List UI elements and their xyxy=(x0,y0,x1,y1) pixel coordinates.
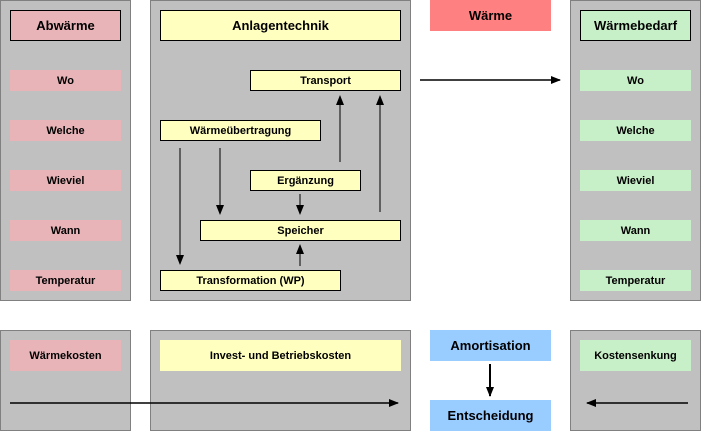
demand-panel xyxy=(570,0,701,301)
transformation-box: Transformation (WP) xyxy=(160,270,341,291)
demand-item-when: Wann xyxy=(580,220,691,241)
demand-item-how-much: Wieviel xyxy=(580,170,691,191)
demand-item-temperature: Temperatur xyxy=(580,270,691,291)
waste-heat-item-how-much: Wieviel xyxy=(10,170,121,191)
storage-box: Speicher xyxy=(200,220,401,241)
waste-heat-item-where: Wo xyxy=(10,70,121,91)
waste-heat-item-which: Welche xyxy=(10,120,121,141)
plant-title: Anlagentechnik xyxy=(160,10,401,41)
demand-title: Wärmebedarf xyxy=(580,10,691,41)
waste-heat-title: Abwärme xyxy=(10,10,121,41)
supplement-box: Ergänzung xyxy=(250,170,361,191)
transport-box: Transport xyxy=(250,70,401,91)
invest-costs-box: Invest- und Betriebskosten xyxy=(160,340,401,371)
heat-costs-box: Wärmekosten xyxy=(10,340,121,371)
heat-label: Wärme xyxy=(430,0,551,31)
demand-item-where: Wo xyxy=(580,70,691,91)
heat-transfer-box: Wärmeübertragung xyxy=(160,120,321,141)
waste-heat-item-temperature: Temperatur xyxy=(10,270,121,291)
amortisation-box: Amortisation xyxy=(430,330,551,361)
cost-reduction-box: Kostensenkung xyxy=(580,340,691,371)
waste-heat-item-when: Wann xyxy=(10,220,121,241)
demand-item-which: Welche xyxy=(580,120,691,141)
plant-panel xyxy=(150,0,411,301)
waste-heat-panel xyxy=(0,0,131,301)
decision-box: Entscheidung xyxy=(430,400,551,431)
